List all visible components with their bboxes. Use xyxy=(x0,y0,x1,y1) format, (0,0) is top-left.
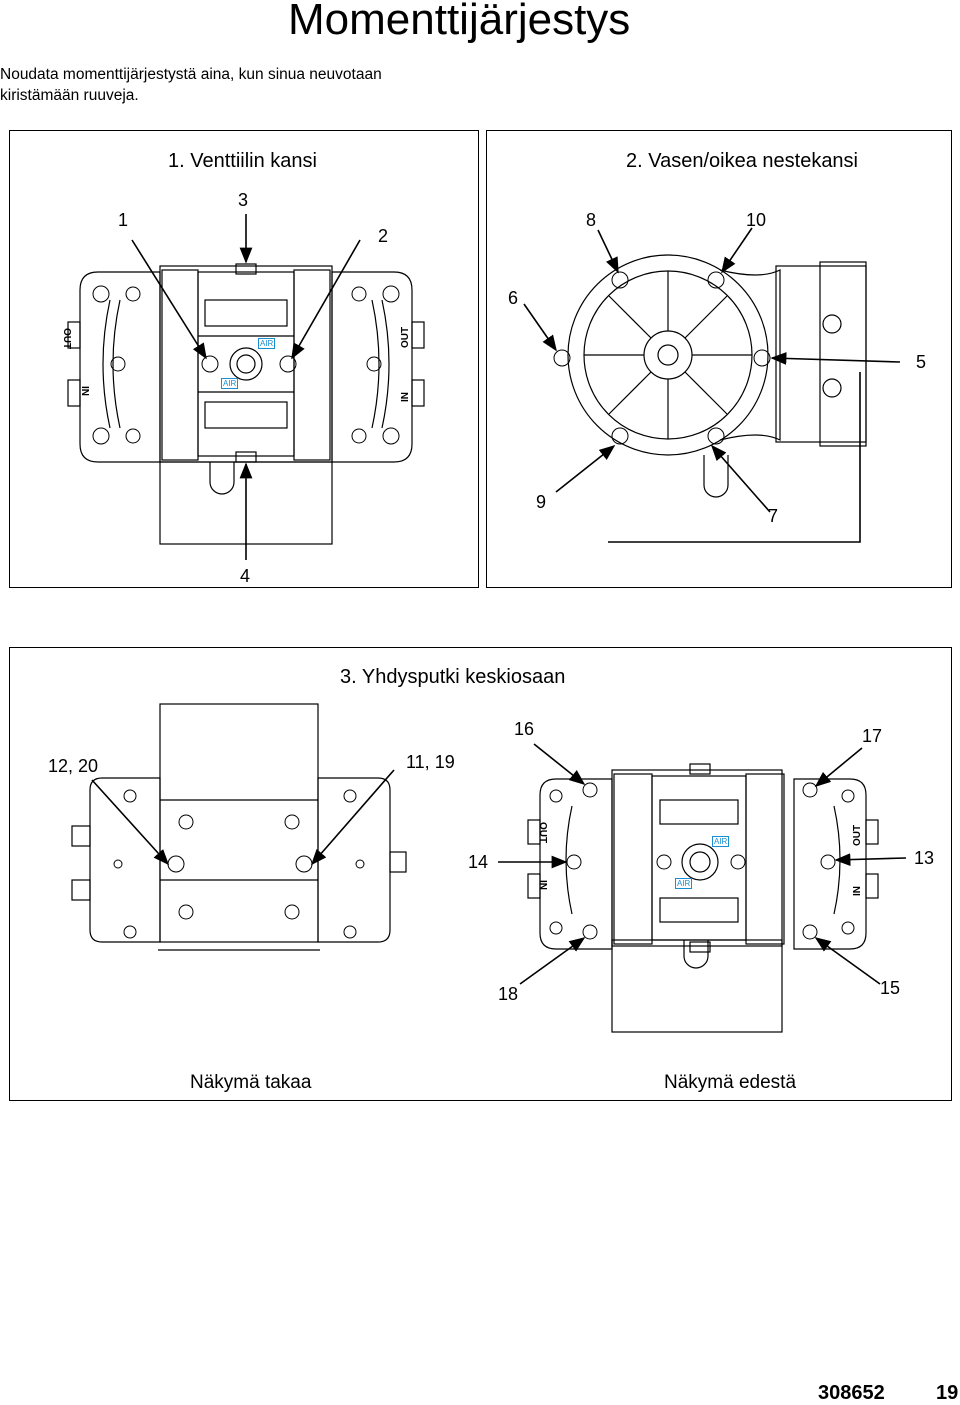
callout-3: 3 xyxy=(238,190,249,210)
callout-8: 8 xyxy=(586,210,597,230)
panel1-air-label-top: AIR xyxy=(258,338,276,349)
pump-back-view xyxy=(71,703,407,951)
callout-18: 18 xyxy=(498,984,519,1004)
document-number: 308652 xyxy=(818,1382,885,1404)
callout-16: 16 xyxy=(514,719,535,739)
callout-9: 9 xyxy=(536,492,547,512)
callout-6: 6 xyxy=(508,288,519,308)
callout-7: 7 xyxy=(768,506,779,526)
callout-11-19: 11, 19 xyxy=(406,752,455,772)
panel1-in-label-left: IN xyxy=(79,386,90,396)
caption-back-view: Näkymä takaa xyxy=(190,1072,312,1093)
pump-side-view xyxy=(553,254,867,543)
panel-valve-cover xyxy=(9,130,479,588)
panel1-out-label-right: OUT xyxy=(400,326,411,348)
pump-front-view-1 xyxy=(67,263,425,545)
panel3-title: 3. Yhdysputki keskiosaan xyxy=(340,666,566,688)
pump-front-view-2 xyxy=(527,763,879,1033)
intro-text: Noudata momenttijärjestystä aina, kun si… xyxy=(0,66,382,104)
panel3-air-label-top: AIR xyxy=(712,836,730,847)
panel-manifold xyxy=(9,647,952,1101)
panel2-title: 2. Vasen/oikea nestekansi xyxy=(626,150,859,172)
callout-4: 4 xyxy=(240,566,251,586)
callout-2: 2 xyxy=(378,226,389,246)
panel1-air-label-bottom: AIR xyxy=(221,378,239,389)
panel3-in-label-right: IN xyxy=(852,886,863,896)
panel3-in-label-left: IN xyxy=(537,880,548,890)
callout-15: 15 xyxy=(880,978,901,998)
panel1-out-label-left: OUT xyxy=(61,328,72,350)
callout-12-20: 12, 20 xyxy=(48,756,99,776)
callout-10: 10 xyxy=(746,210,767,230)
panel3-air-label-bottom: AIR xyxy=(675,878,693,889)
callout-13: 13 xyxy=(914,848,935,868)
page-number: 19 xyxy=(936,1382,959,1404)
panel1-in-label-right: IN xyxy=(400,392,411,402)
panel3-out-label-left: OUT xyxy=(537,822,548,844)
panel3-out-label-right: OUT xyxy=(852,824,863,846)
panel-fluid-cover xyxy=(486,130,952,588)
caption-front-view: Näkymä edestä xyxy=(664,1072,797,1093)
callout-5: 5 xyxy=(916,352,927,372)
callout-17: 17 xyxy=(862,726,883,746)
page-title: Momenttijärjestys xyxy=(288,0,631,44)
panel1-title: 1. Venttiilin kansi xyxy=(168,150,317,172)
callout-14: 14 xyxy=(468,852,489,872)
callout-1: 1 xyxy=(118,210,129,230)
